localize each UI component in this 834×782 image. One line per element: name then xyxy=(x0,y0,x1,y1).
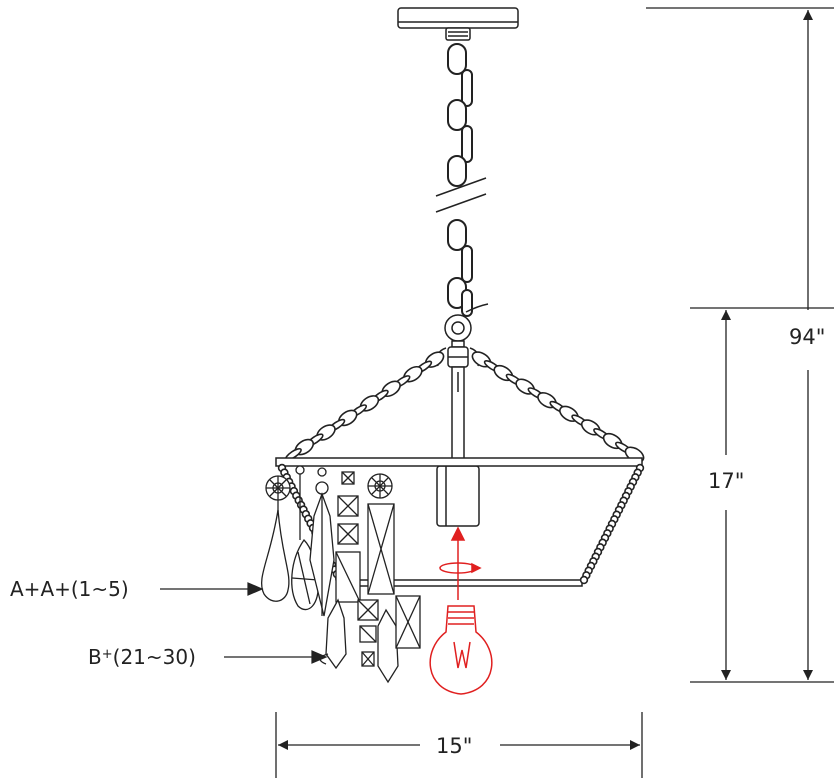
callout-a-label: A+A+(1~5) xyxy=(10,577,129,601)
top-frame-ring xyxy=(275,457,643,467)
dimension-lines xyxy=(275,7,834,778)
callout-b-label: B+(21~30) xyxy=(88,645,196,669)
crystal-teardrop-a xyxy=(260,509,290,602)
width-label: 15" xyxy=(436,734,472,758)
bead xyxy=(579,575,589,585)
power-cord xyxy=(465,303,489,313)
callout-b-prefix: B xyxy=(88,645,102,669)
chain-break-mark xyxy=(435,177,487,213)
socket xyxy=(436,465,480,527)
center-hub xyxy=(444,314,472,368)
left-chain-arm xyxy=(284,351,445,461)
body-height-label: 17" xyxy=(708,469,744,493)
callout-leaders xyxy=(160,582,328,664)
light-bulb xyxy=(429,605,493,695)
overall-height-label: 94" xyxy=(789,325,825,349)
crystal-pendants xyxy=(260,465,421,684)
right-bead-strand xyxy=(579,463,645,585)
install-rotation-arrow xyxy=(439,526,482,600)
right-chain-arm xyxy=(471,351,645,463)
callout-b-plus: + xyxy=(102,647,113,662)
suspension-chain xyxy=(447,43,473,317)
crystal-spear-b xyxy=(325,598,347,670)
callout-b-range: (21~30) xyxy=(113,645,196,669)
ceiling-canopy xyxy=(397,7,519,41)
down-rod xyxy=(451,366,465,468)
crystal-spear-b xyxy=(377,608,399,684)
